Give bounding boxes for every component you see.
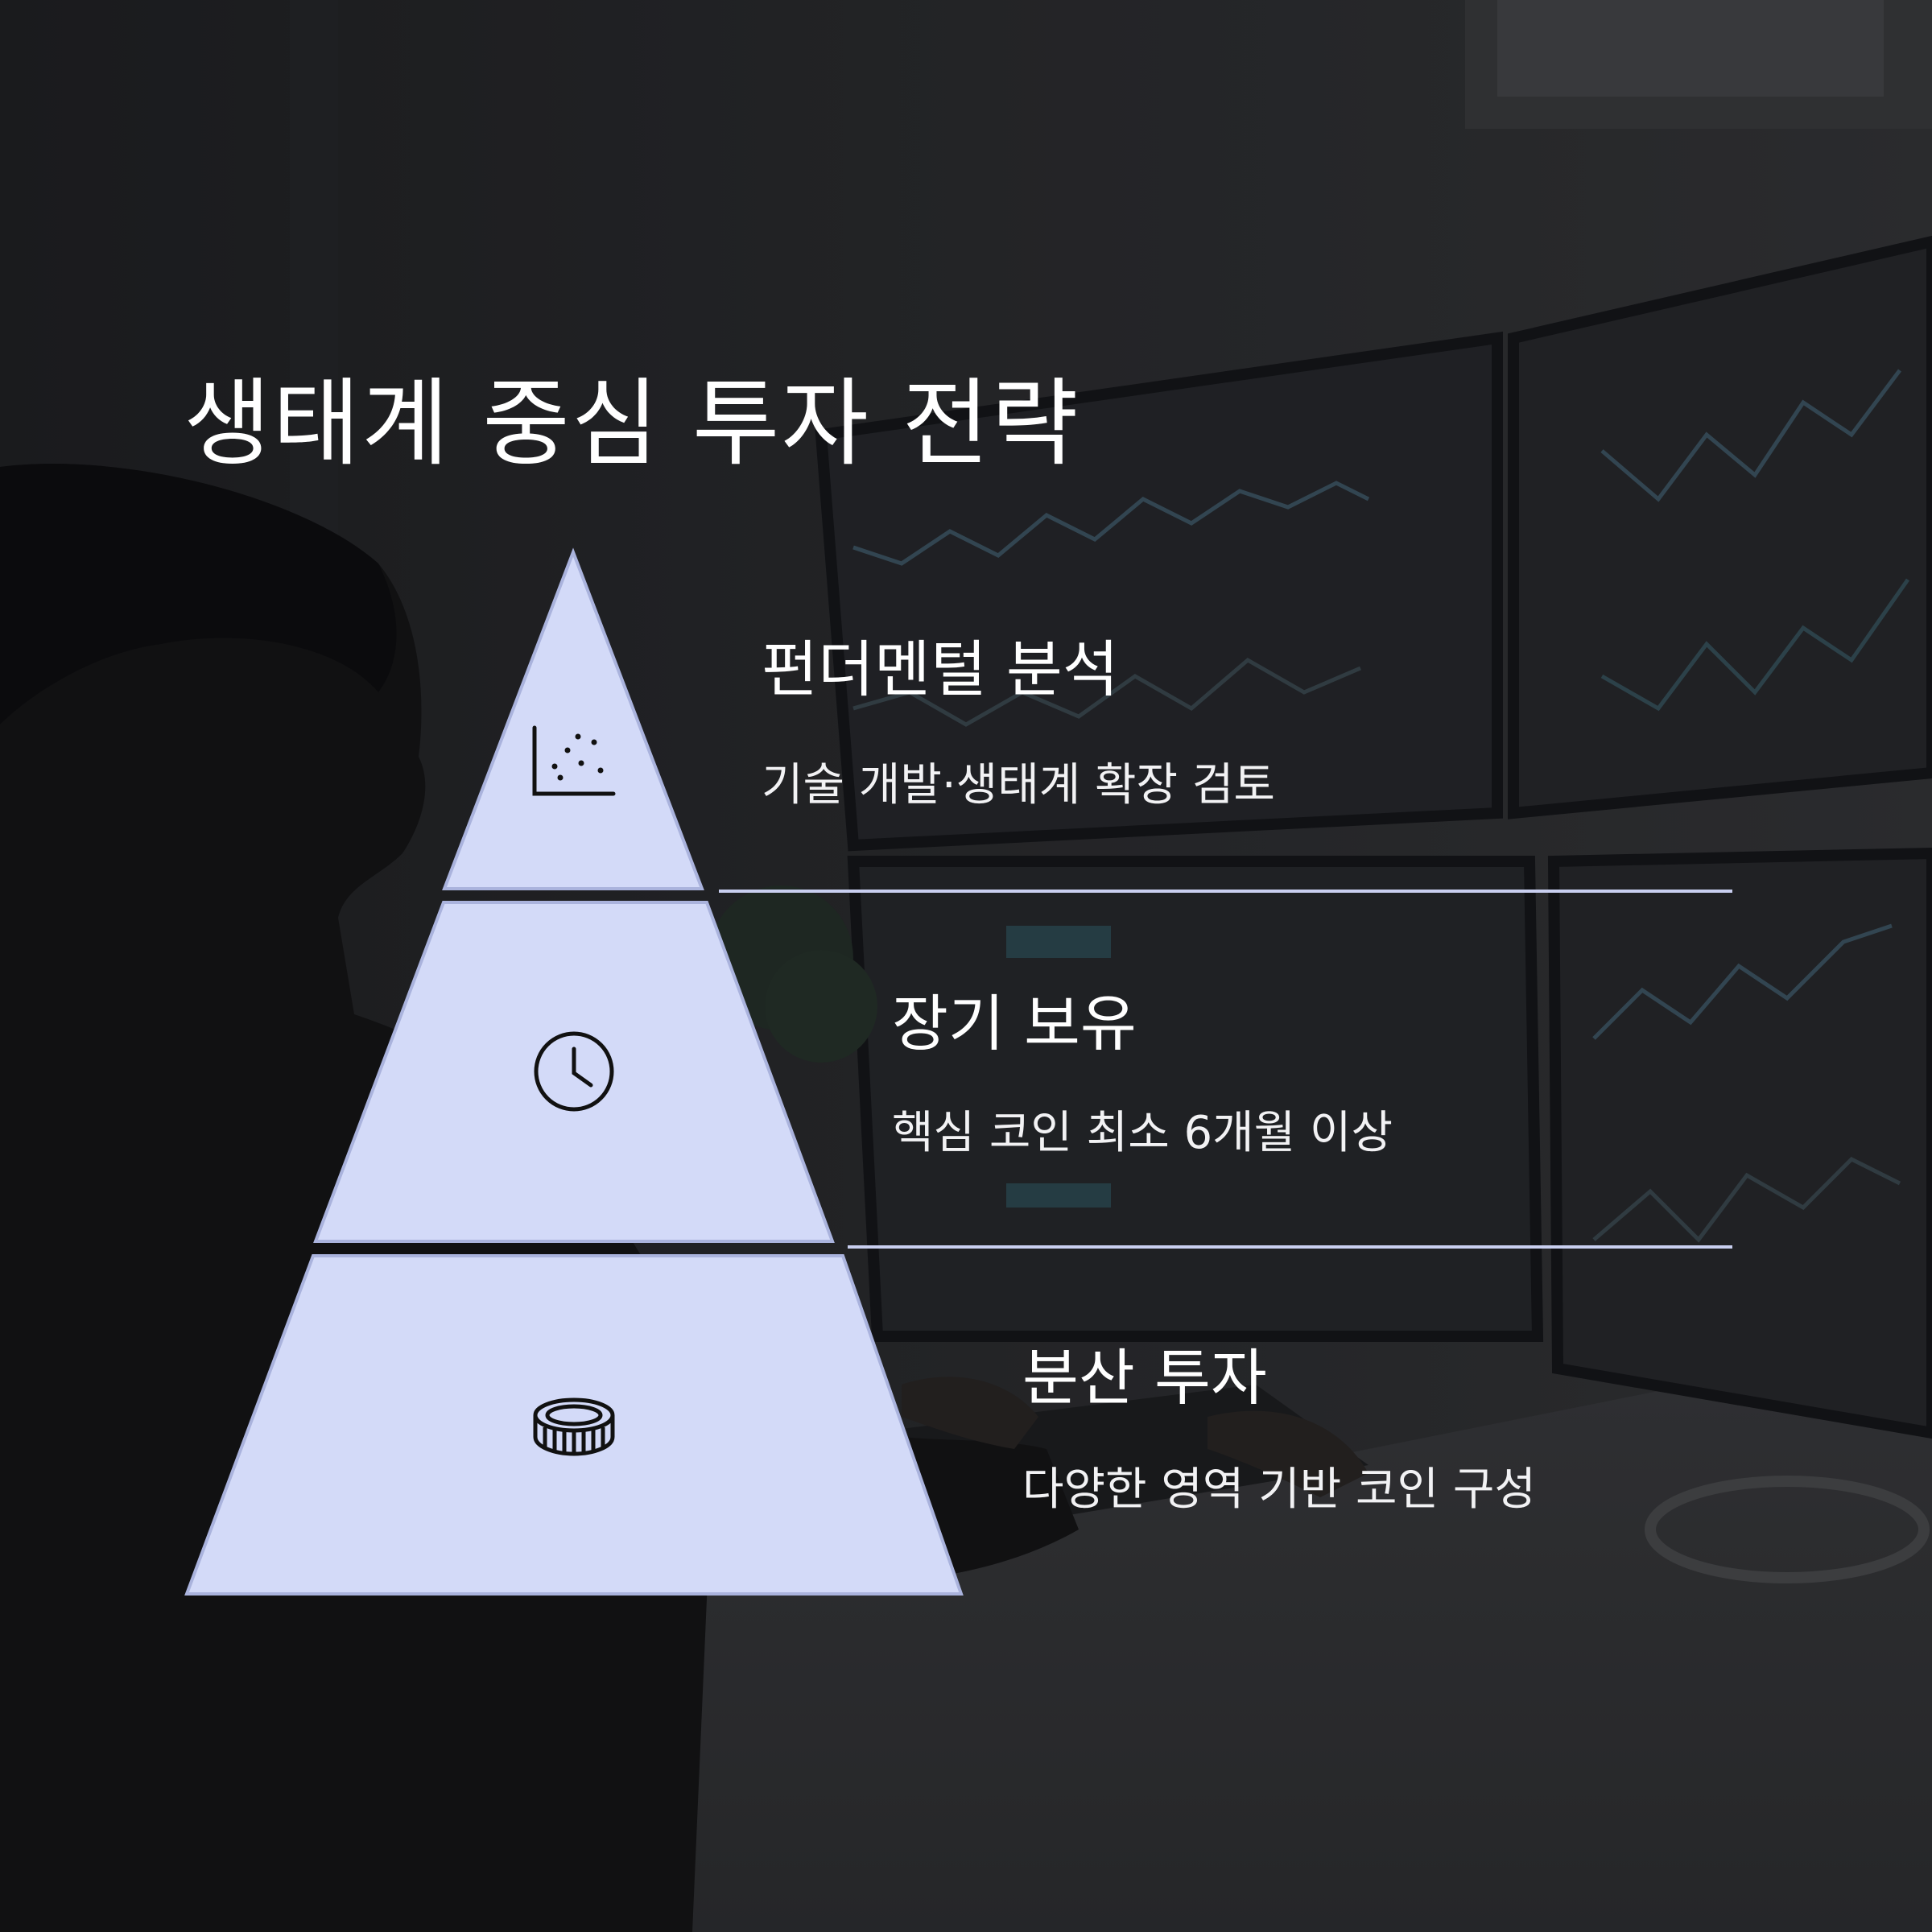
tier-3-heading: 분산 투자 <box>1022 1342 1267 1414</box>
clock-icon <box>534 1031 614 1112</box>
pyramid-tier-top <box>442 547 704 890</box>
coins-icon <box>533 1397 615 1456</box>
tier-1-heading: 펀더멘털 분석 <box>762 634 1119 705</box>
tier-2-heading: 장기 보유 <box>892 988 1137 1059</box>
scatter-chart-icon <box>532 725 616 796</box>
tier-3-description: 다양한 영역 기반 코인 구성 <box>1022 1463 1536 1516</box>
tier-1-description: 기술 개발·생태계 확장 검토 <box>762 759 1275 811</box>
page-title: 생태계 중심 투자 전략 <box>184 368 1080 479</box>
tier-2-description: 핵심 코인 최소 6개월 이상 <box>892 1107 1393 1159</box>
